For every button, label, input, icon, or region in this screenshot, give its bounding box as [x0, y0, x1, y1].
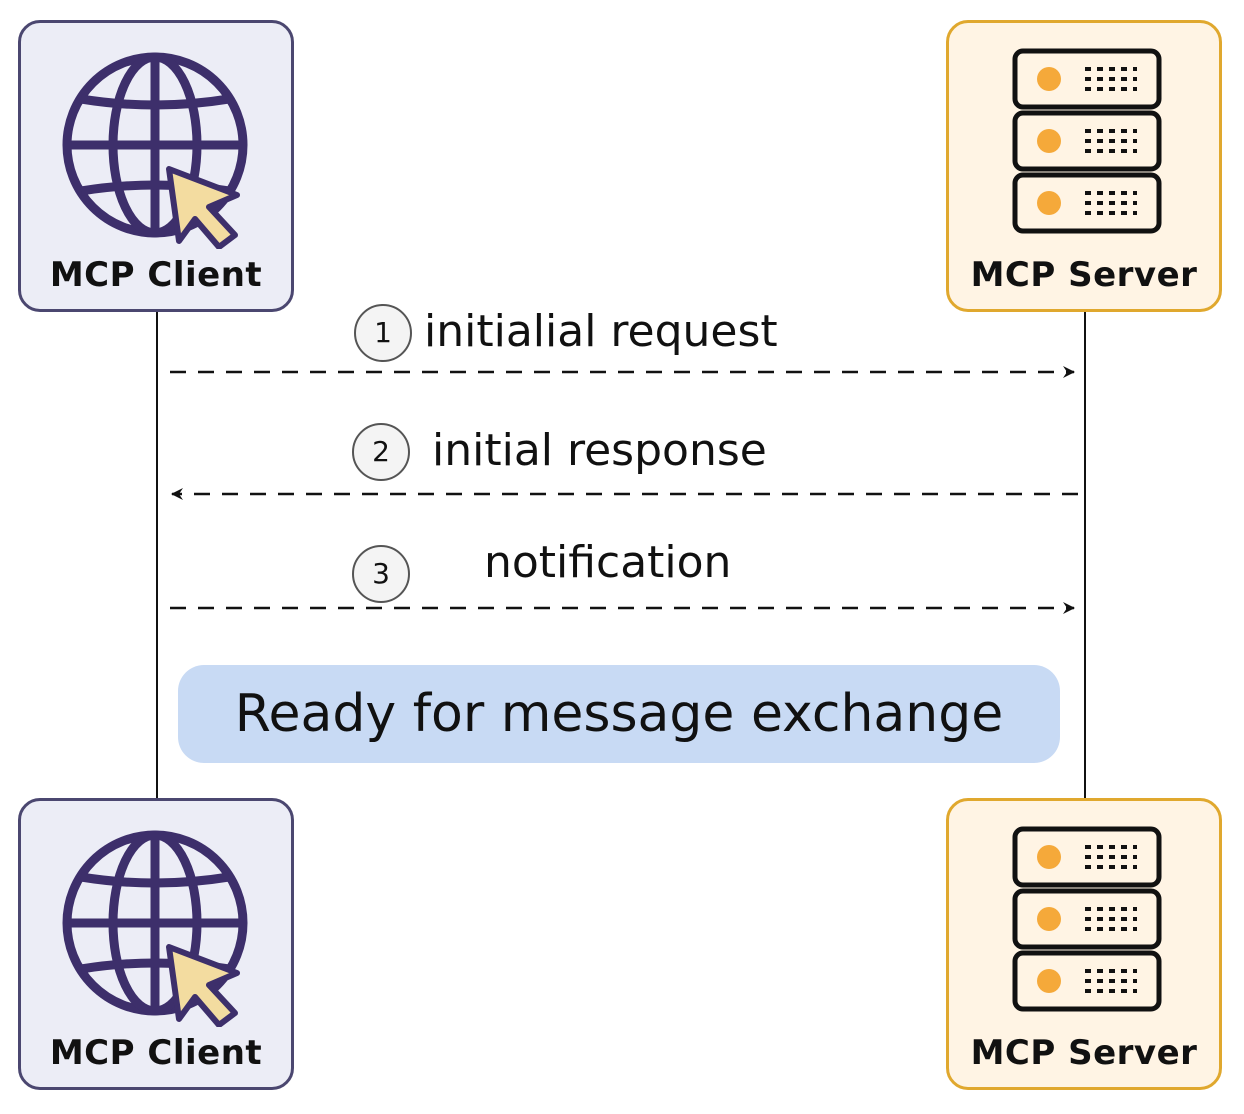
server-lifeline	[1084, 310, 1086, 798]
server-rack-icon	[1012, 826, 1162, 1012]
message-3-label: notification	[484, 537, 732, 588]
step-2-badge: 2	[352, 423, 410, 481]
globe-with-cursor-icon	[62, 52, 248, 249]
globe-with-cursor-icon	[62, 830, 248, 1027]
message-2-label: initial response	[432, 425, 767, 476]
server-box-top: MCP Server	[946, 20, 1222, 312]
step-1-badge: 1	[354, 304, 412, 362]
client-label-bottom: MCP Client	[49, 1033, 263, 1073]
step-3-badge: 3	[352, 545, 410, 603]
client-box-top: MCP Client	[18, 20, 294, 312]
client-label-top: MCP Client	[49, 255, 263, 295]
client-box-bottom: MCP Client	[18, 798, 294, 1090]
message-1-label: initialial request	[424, 306, 778, 357]
server-label-bottom: MCP Server	[970, 1033, 1198, 1073]
ready-banner: Ready for message exchange	[178, 665, 1060, 763]
server-box-bottom: MCP Server	[946, 798, 1222, 1090]
server-rack-icon	[1012, 48, 1162, 234]
client-lifeline	[156, 310, 158, 798]
server-label-top: MCP Server	[970, 255, 1198, 295]
